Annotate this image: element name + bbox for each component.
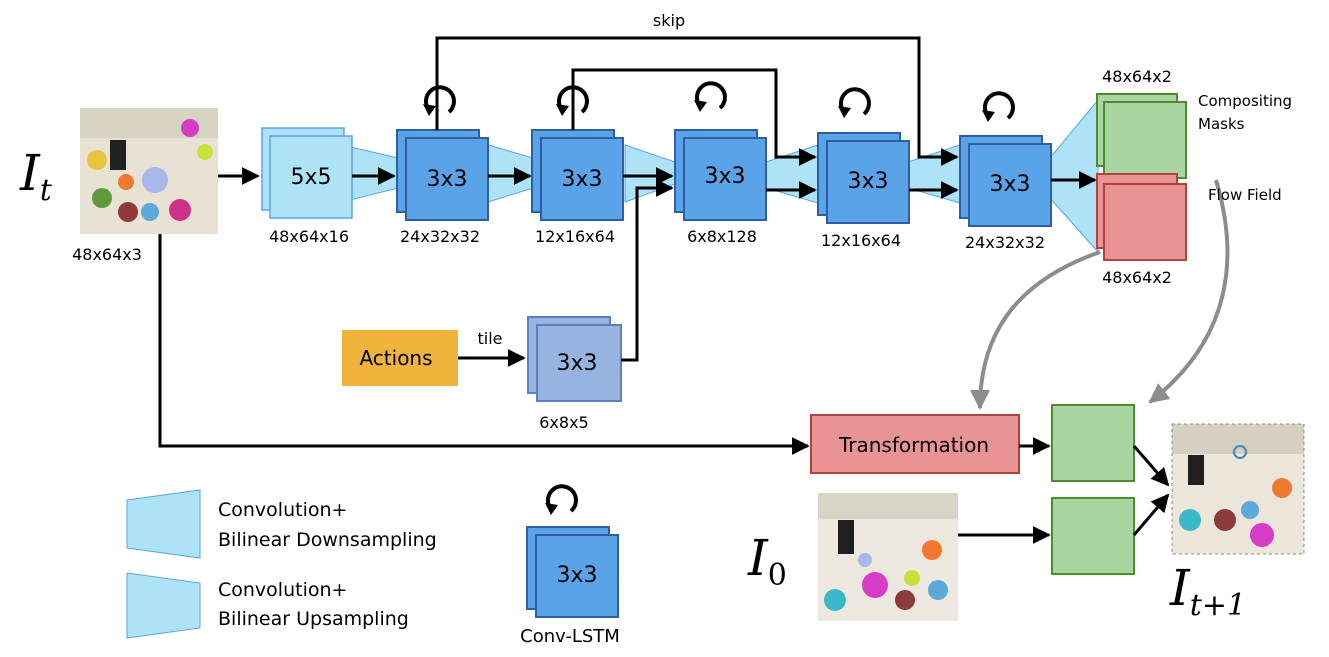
recurrent-loop-icon (980, 91, 1015, 124)
lstm2-size-label: 12x16x64 (535, 227, 615, 246)
conv5x5-label: 5x5 (290, 165, 331, 190)
action-size-label: 6x8x5 (539, 413, 588, 432)
action-conv-block (536, 324, 622, 402)
skip-label: skip (653, 11, 685, 30)
lstm4-block (826, 140, 910, 224)
masks-size-label: 48x64x2 (1102, 67, 1172, 86)
legend-lstm-name: Conv-LSTM (520, 626, 620, 647)
input-size-label: 48x64x3 (72, 245, 142, 264)
transformed-image-block (1051, 404, 1135, 482)
math-it: It (19, 144, 53, 208)
recurrent-loop-icon (554, 85, 589, 118)
legend-up-line2: Bilinear Upsampling (218, 608, 409, 630)
legend-upsample-shape (126, 572, 201, 639)
tile-label: tile (477, 329, 502, 348)
lstm3-label: 3x3 (704, 164, 745, 189)
upsample-connector (1049, 98, 1099, 254)
lstm1-block (405, 137, 489, 221)
actions-label: Actions (359, 346, 432, 370)
predicted-scene-image (1171, 423, 1305, 555)
masks-block (1103, 101, 1187, 179)
legend-down-line1: Convolution+ (218, 499, 347, 521)
math-it1: It+1 (1169, 559, 1246, 623)
input-scene-image (80, 108, 218, 234)
lstm4-label: 3x3 (847, 169, 888, 194)
lstm5-block (968, 143, 1052, 227)
legend-down-line2: Bilinear Downsampling (218, 529, 437, 551)
flow-block (1103, 183, 1187, 261)
recurrent-loop-icon (836, 87, 871, 120)
legend-up-line1: Convolution+ (218, 579, 347, 601)
background-image-block (1051, 497, 1135, 575)
transformation-box (810, 414, 1020, 474)
arrows (158, 36, 1170, 544)
downsample-connector (624, 144, 676, 203)
lstm1-label: 3x3 (426, 167, 467, 192)
legend-lstm-label: 3x3 (556, 563, 597, 588)
lstm3-block (683, 137, 767, 221)
lstm5-size-label: 24x32x32 (965, 233, 1045, 252)
action-conv-label: 3x3 (556, 351, 597, 376)
lstm1-size-label: 24x32x32 (400, 227, 480, 246)
flow-size-label: 48x64x2 (1102, 268, 1172, 287)
lstm4-size-label: 12x16x64 (821, 231, 901, 250)
masks-label-line2: Masks (1198, 115, 1245, 133)
legend-downsample-shape (126, 489, 201, 559)
legend-lstm-block (535, 534, 619, 618)
actions-box (342, 330, 458, 386)
recurrent-loop-icon (543, 484, 578, 517)
conv5x5-size-label: 48x64x16 (269, 227, 349, 246)
math-i0: I0 (747, 529, 787, 593)
downsample-connector (487, 144, 534, 203)
upsample-connector (907, 144, 961, 204)
initial-scene-image (818, 493, 958, 621)
lstm2-block (540, 137, 624, 221)
lstm3-size-label: 6x8x128 (687, 227, 757, 246)
masks-label-line1: Compositing (1198, 92, 1292, 110)
upsample-connector (765, 144, 819, 204)
grey-arrows (970, 179, 1230, 410)
lstm2-label: 3x3 (561, 167, 602, 192)
recurrent-loop-icon (692, 81, 727, 114)
flow-label: Flow Field (1208, 186, 1282, 204)
lstm5-label: 3x3 (989, 172, 1030, 197)
transformation-label: Transformation (838, 433, 989, 457)
